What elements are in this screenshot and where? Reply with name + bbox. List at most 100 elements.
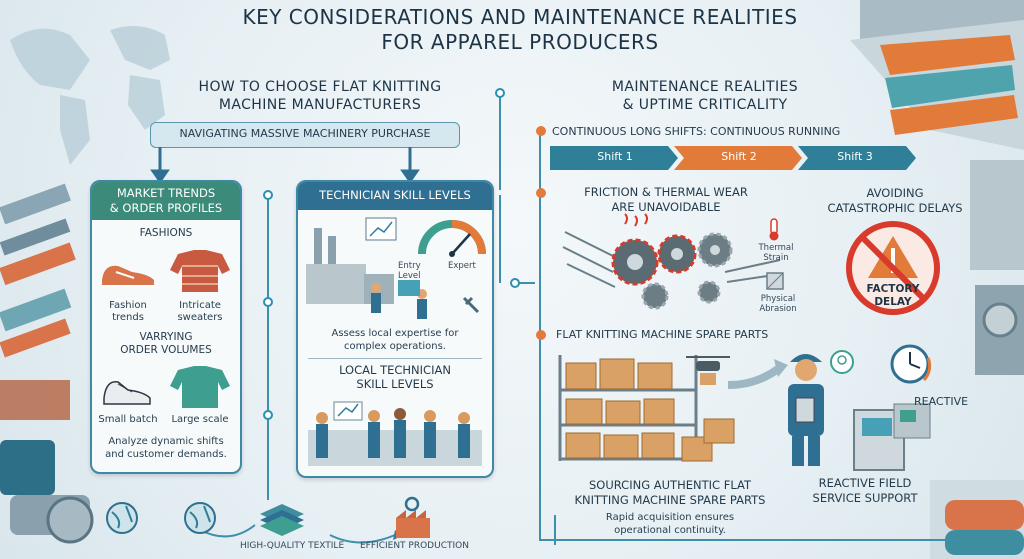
flow-node <box>263 410 273 420</box>
delays-line2: CATASTROPHIC DELAYS <box>827 201 963 215</box>
sweater-icon <box>170 250 230 292</box>
bullet-dot <box>536 126 546 136</box>
volume-items-graphics <box>103 366 230 408</box>
right-heading-line1: MAINTENANCE REALITIES <box>611 79 799 95</box>
no-warning-sign-icon <box>846 221 940 315</box>
factory-icon <box>306 228 394 304</box>
banner-arrows <box>150 147 420 184</box>
market-header-line1: MARKET TRENDS <box>116 186 216 200</box>
technician-panel: TECHNICIAN SKILL LEVELS Entry Level Expe… <box>296 180 494 478</box>
chat-bubble-icon <box>830 350 854 374</box>
field-support-line2: SERVICE SUPPORT <box>812 491 918 505</box>
volumes-line1: VARRYING <box>139 331 193 343</box>
large-scale-sweater-icon <box>170 366 230 408</box>
gears-graphic <box>562 213 782 310</box>
abrasion-icon <box>766 272 784 290</box>
shift-2-label: Shift 2 <box>721 150 757 163</box>
bullet-dot <box>536 330 546 340</box>
rapid-line1: Rapid acquisition ensures <box>605 512 735 523</box>
warehouse-graphic <box>558 355 788 462</box>
purchase-banner: NAVIGATING MASSIVE MACHINERY PURCHASE <box>150 122 460 148</box>
bottom-icons <box>106 496 430 538</box>
thermal-line2: Strain <box>763 253 789 263</box>
shift-1-label: Shift 1 <box>597 150 633 163</box>
market-trends-header: MARKET TRENDS & ORDER PROFILES <box>92 182 240 220</box>
purchase-banner-label: NAVIGATING MASSIVE MACHINERY PURCHASE <box>179 127 431 140</box>
gear-icon <box>697 232 733 268</box>
page-title-line1: KEY CONSIDERATIONS AND MAINTENANCE REALI… <box>242 5 798 29</box>
spare-parts-heading: FLAT KNITTING MACHINE SPARE PARTS <box>556 328 769 341</box>
technician-header: TECHNICIAN SKILL LEVELS <box>298 182 492 210</box>
chart-board-icon <box>365 217 397 241</box>
left-heading-line2: MACHINE MANUFACTURERS <box>218 97 422 113</box>
thermal-line1: Thermal <box>758 243 794 253</box>
globe-icon <box>106 502 138 534</box>
shift-arrows-graphic <box>550 146 916 170</box>
flow-node <box>495 88 505 98</box>
rapid-line2: operational continuity. <box>614 525 726 536</box>
box-icons <box>565 358 735 462</box>
wrench-icon <box>462 296 480 314</box>
tech-caption-line1: Assess local expertise for <box>331 328 459 339</box>
production-label: EFFICIENT PRODUCTION <box>360 541 469 551</box>
sign-line2: DELAY <box>874 296 912 308</box>
bullet-dot <box>536 188 546 198</box>
flow-node <box>510 278 520 288</box>
gauge-icon <box>418 220 486 257</box>
sweaters-line1: Intricate <box>179 300 221 311</box>
technician-icons <box>316 408 470 458</box>
physical-line2: Abrasion <box>759 304 797 314</box>
technician-icon <box>788 354 824 466</box>
reactive-label: REACTIVE <box>914 395 969 408</box>
needle-lines <box>562 231 616 288</box>
globe-icon <box>184 502 216 534</box>
technician-header-label: TECHNICIAN SKILL LEVELS <box>319 188 471 202</box>
technician-team-graphic <box>308 401 482 466</box>
physical-line1: Physical <box>760 294 796 304</box>
field-support-line1: REACTIVE FIELD <box>818 476 912 490</box>
volumes-line2: ORDER VOLUMES <box>120 344 212 356</box>
delays-line1: AVOIDING <box>866 186 924 200</box>
shifts-heading: CONTINUOUS LONG SHIFTS: CONTINUOUS RUNNI… <box>552 125 841 138</box>
sourcing-line2: KNITTING MACHINE SPARE PARTS <box>574 493 766 507</box>
small-batch-shoe-icon <box>103 381 151 405</box>
flow-lines <box>267 95 960 545</box>
flow-node <box>263 190 273 200</box>
market-footer-line2: and customer demands. <box>105 449 227 460</box>
gear-icon <box>611 238 659 286</box>
textile-label: HIGH-QUALITY TEXTILE <box>240 541 345 551</box>
gauge-entry-line1: Entry <box>398 261 421 271</box>
top-right-machine-graphic <box>850 0 1024 375</box>
shelf-icon <box>558 355 698 461</box>
sweaters-line2: sweaters <box>177 312 223 323</box>
wear-line2: ARE UNAVOIDABLE <box>611 200 721 214</box>
gear-icon <box>657 234 697 274</box>
market-footer-line1: Analyze dynamic shifts <box>108 436 224 447</box>
thermometer-icon <box>769 218 779 241</box>
technician-support-graphic <box>788 344 932 471</box>
wear-line1: FRICTION & THERMAL WEAR <box>584 185 748 199</box>
left-heading-line1: HOW TO CHOOSE FLAT KNITTING <box>198 79 442 95</box>
machine-console-icon <box>853 403 931 471</box>
sourcing-line1: SOURCING AUTHENTIC FLAT <box>589 478 751 492</box>
gear-icon <box>697 280 721 304</box>
factory-gauge-graphic <box>306 217 486 319</box>
tech-caption-line2: complex operations. <box>344 341 446 352</box>
fabric-roll-graphic <box>930 480 1024 559</box>
clock-icon <box>890 344 932 384</box>
heat-wave-icon <box>624 213 648 227</box>
fashion-trends-line1: Fashion <box>109 300 147 311</box>
market-trends-panel: MARKET TRENDS & ORDER PROFILES FASHIONS … <box>90 180 242 474</box>
fashion-items-graphics <box>102 250 230 292</box>
page-title-line2: FOR APPAREL PRODUCERS <box>381 30 659 54</box>
gear-icon <box>641 282 669 310</box>
monitor-icon <box>398 280 420 296</box>
small-batch-label: Small batch <box>98 414 158 425</box>
fabric-stack-icon <box>260 504 304 536</box>
fashion-trends-line2: trends <box>112 312 144 323</box>
large-scale-label: Large scale <box>171 414 229 425</box>
drone-icon <box>686 356 730 385</box>
local-tech-line2: SKILL LEVELS <box>356 377 434 391</box>
